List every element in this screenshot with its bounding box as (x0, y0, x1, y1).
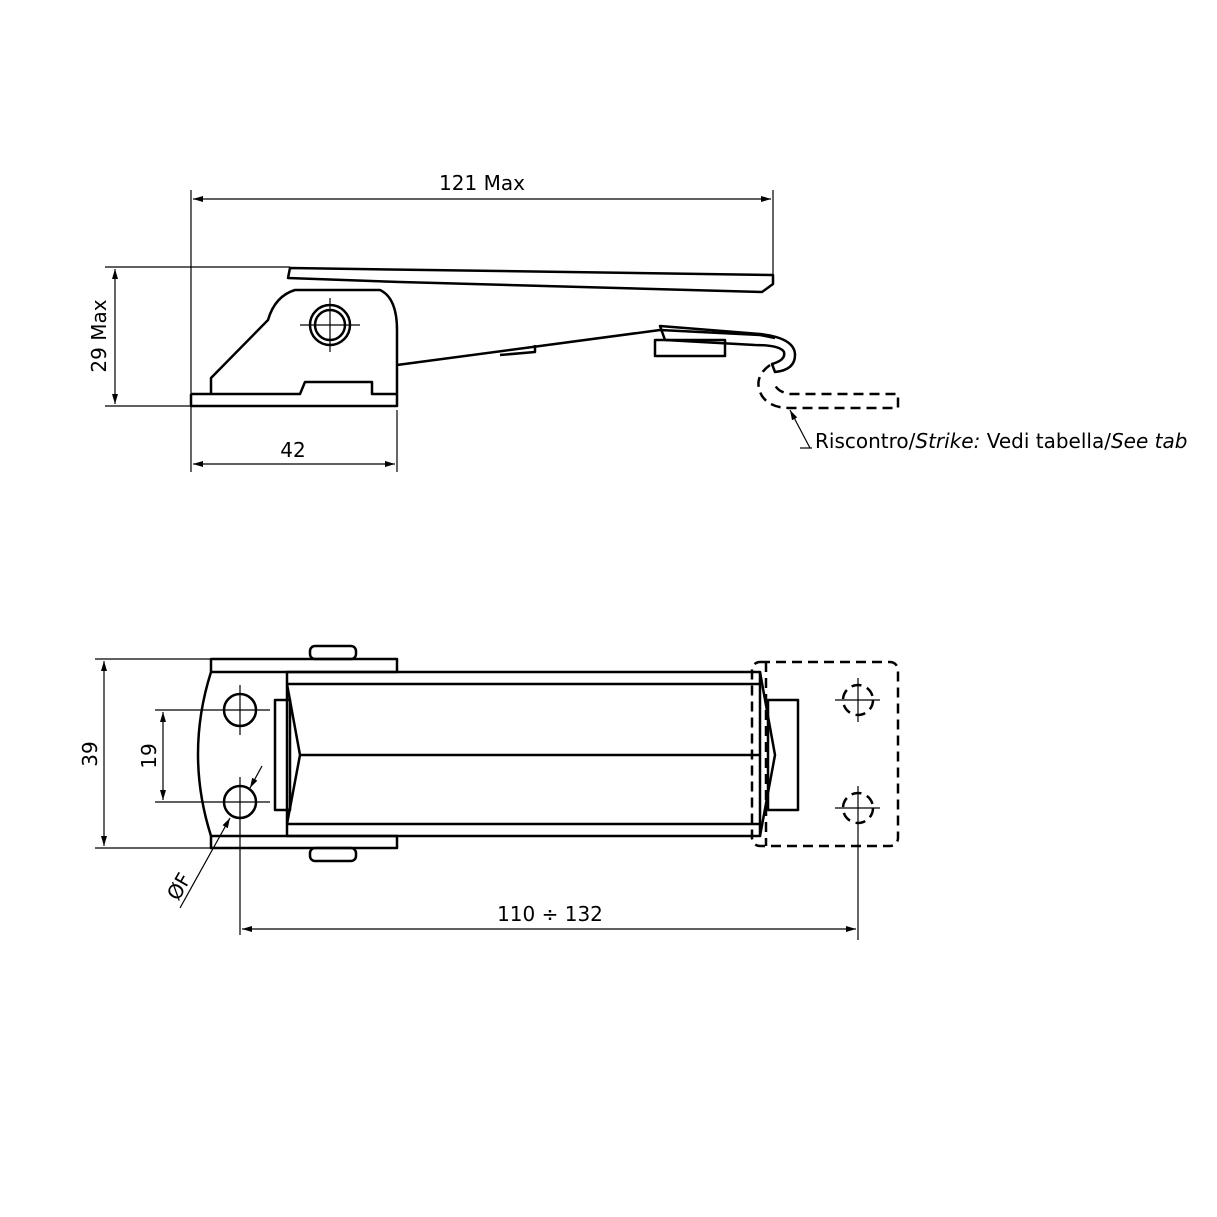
lever (286, 266, 775, 294)
strike-plate (750, 660, 900, 848)
base-edge (196, 671, 213, 837)
overall-length-label: 121 Max (439, 171, 525, 195)
center-distance-label: 110 ÷ 132 (497, 902, 603, 926)
width-label: 39 (78, 741, 102, 766)
strike-note: Riscontro/Strike: Vedi tabella/See tab (815, 429, 1187, 453)
hole-spacing-label: 19 (137, 743, 161, 768)
height-label: 29 Max (87, 299, 111, 372)
side-view: 121 Max 29 Max 42 Riscontro/Strike: Vedi… (87, 171, 1187, 472)
strike-outline (757, 363, 900, 410)
hole-diameter-label: ØF (162, 869, 196, 905)
top-view: 39 19 ØF 110 ÷ 132 (78, 644, 900, 940)
base-length-label: 42 (280, 438, 305, 462)
base (189, 288, 399, 408)
